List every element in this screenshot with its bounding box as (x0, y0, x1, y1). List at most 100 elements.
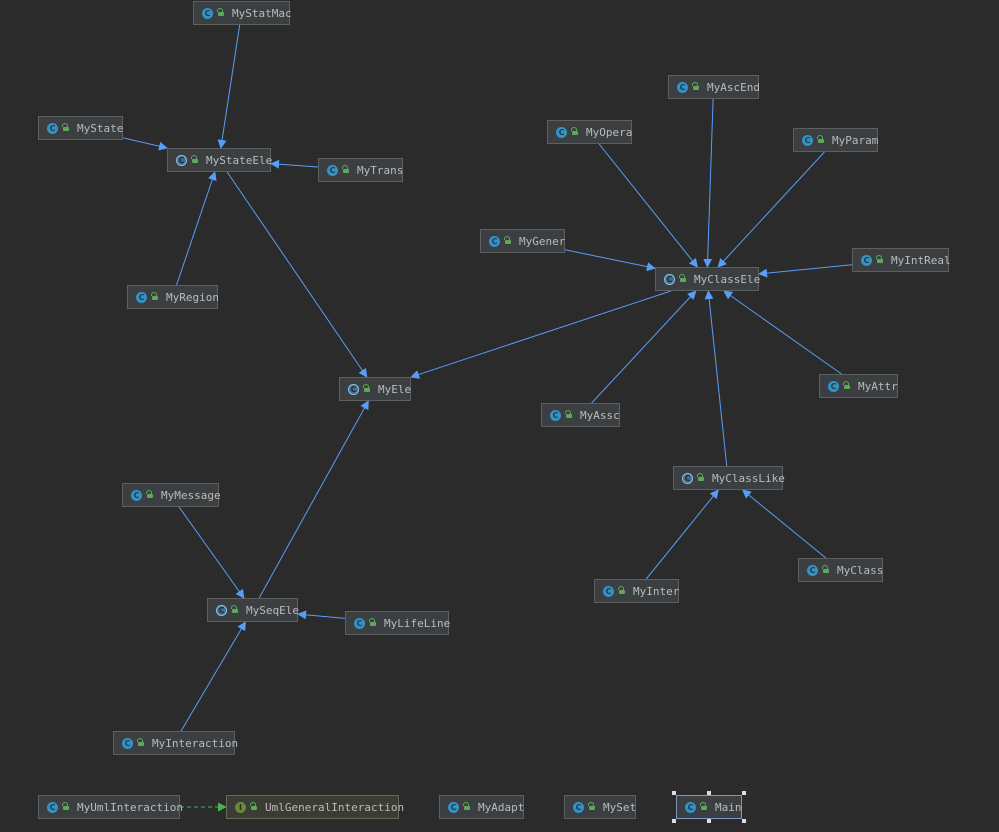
class-node-seqele[interactable]: C MySeqEle (207, 598, 299, 622)
class-node-umlinteraction[interactable]: C MyUmlInteraction (38, 795, 183, 819)
class-icon: C (489, 235, 500, 247)
class-node-label: MyOpera (586, 125, 633, 139)
class-icon: C (603, 585, 614, 597)
edge-class-to-classlike (741, 489, 827, 559)
class-icon: C (573, 801, 584, 813)
class-node-opera[interactable]: C MyOpera (547, 120, 632, 144)
public-visibility-icon (463, 802, 471, 810)
edge-intreal-to-classele (758, 264, 853, 278)
abstract-class-icon: C (176, 154, 187, 166)
class-node-label: MyStateEle (206, 153, 273, 167)
class-node-adapt[interactable]: C MyAdapt (439, 795, 524, 819)
public-visibility-icon (679, 274, 687, 282)
class-node-label: MyRegion (166, 290, 219, 304)
edge-opera-to-classele (598, 143, 698, 268)
public-visibility-icon (191, 155, 199, 163)
abstract-class-icon: C (216, 604, 227, 616)
class-node-label: MyTrans (357, 163, 404, 177)
class-node-label: MyClassEle (694, 272, 761, 286)
edge-classele-to-ele (410, 290, 671, 379)
class-icon: C (828, 380, 839, 392)
class-icon: C (802, 134, 813, 146)
edge-param-to-classele (717, 151, 825, 268)
abstract-class-icon: C (664, 273, 675, 285)
edge-seqele-to-ele (258, 400, 369, 599)
class-node-label: UmlGeneralInteraction (265, 800, 405, 814)
public-visibility-icon (62, 123, 70, 131)
public-visibility-icon (146, 490, 154, 498)
public-visibility-icon (363, 384, 371, 392)
public-visibility-icon (369, 618, 377, 626)
class-node-classlike[interactable]: C MyClassLike (673, 466, 785, 490)
class-node-label: MyAdapt (478, 800, 525, 814)
class-node-stateele[interactable]: C MyStateEle (167, 148, 273, 172)
public-visibility-icon (817, 135, 825, 143)
edge-state-to-stateele (122, 137, 168, 151)
public-visibility-icon (700, 802, 708, 810)
class-node-label: MyState (77, 121, 124, 135)
class-node-label: MyClassLike (712, 471, 785, 485)
class-icon: C (136, 291, 147, 303)
public-visibility-icon (137, 738, 145, 746)
class-node-classele[interactable]: C MyClassEle (655, 267, 761, 291)
selection-handle[interactable] (742, 791, 746, 795)
public-visibility-icon (843, 381, 851, 389)
class-icon: C (448, 801, 459, 813)
edge-attr-to-classele (723, 290, 842, 375)
class-node-gener[interactable]: C MyGener (480, 229, 565, 253)
class-node-label: MyInteraction (152, 736, 239, 750)
edge-region-to-stateele (176, 171, 217, 286)
class-icon: C (556, 126, 567, 138)
selection-handle[interactable] (672, 791, 676, 795)
edge-stateele-to-ele (226, 171, 368, 378)
selection-handle[interactable] (707, 791, 711, 795)
class-icon: C (354, 617, 365, 629)
class-node-label: MyIntReal (891, 253, 951, 267)
public-visibility-icon (342, 165, 350, 173)
selection-handle[interactable] (672, 819, 676, 823)
selection-handle[interactable] (742, 819, 746, 823)
edge-inter-to-classlike (645, 489, 719, 580)
class-node-label: MyStatMac (232, 6, 292, 20)
class-icon: C (47, 801, 58, 813)
class-node-region[interactable]: C MyRegion (127, 285, 219, 309)
public-visibility-icon (217, 8, 225, 16)
class-icon: C (131, 489, 142, 501)
public-visibility-icon (697, 473, 705, 481)
edge-trans-to-stateele (270, 159, 319, 169)
edge-interaction-to-seqele (180, 621, 246, 732)
class-node-label: MySeqEle (246, 603, 299, 617)
class-node-umlgeneral[interactable]: I UmlGeneralInteraction (226, 795, 404, 819)
public-visibility-icon (692, 82, 700, 90)
public-visibility-icon (231, 605, 239, 613)
public-visibility-icon (151, 292, 159, 300)
public-visibility-icon (565, 410, 573, 418)
selection-handle[interactable] (707, 819, 711, 823)
class-node-label: MyGener (519, 234, 566, 248)
interface-icon: I (235, 801, 246, 813)
abstract-class-icon: C (682, 472, 693, 484)
public-visibility-icon (822, 565, 830, 573)
public-visibility-icon (250, 802, 258, 810)
class-node-label: MyClass (837, 563, 884, 577)
class-node-label: Main (715, 800, 742, 814)
edge-ascend-to-classele (703, 98, 714, 268)
class-node-label: MyUmlInteraction (77, 800, 183, 814)
